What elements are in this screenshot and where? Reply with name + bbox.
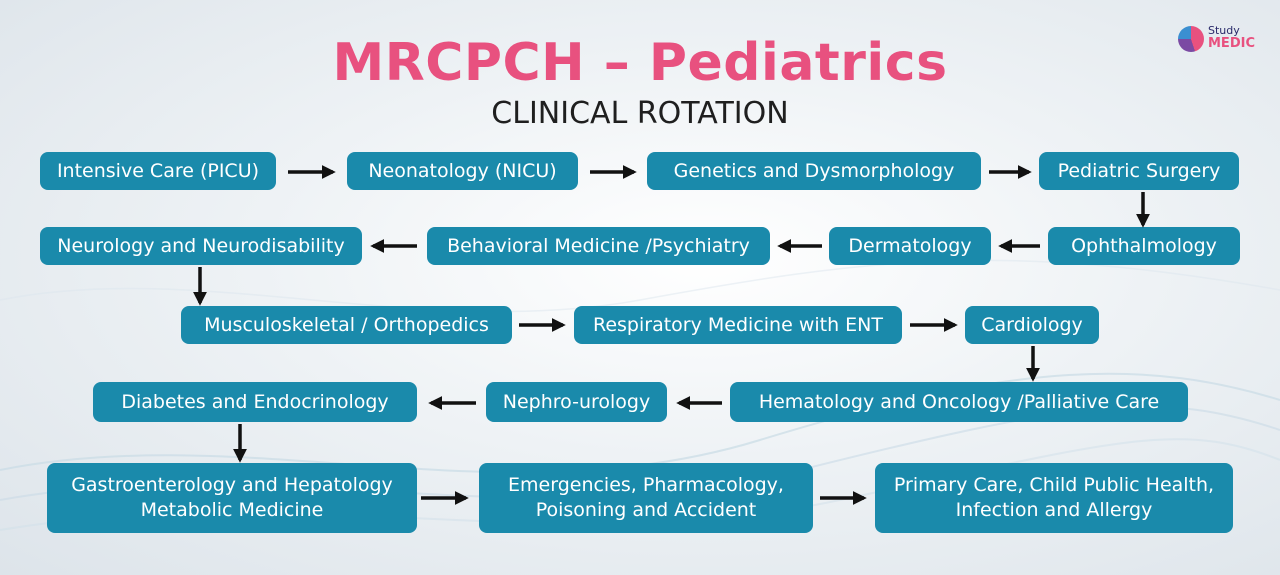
node-musculoskeletal: Musculoskeletal / Orthopedics (181, 306, 512, 344)
studymedic-logo: Study MEDIC (1178, 24, 1268, 58)
node-pediatric-surgery: Pediatric Surgery (1039, 152, 1239, 190)
node-neurology: Neurology and Neurodisability (40, 227, 362, 265)
node-cardiology: Cardiology (965, 306, 1099, 344)
logo-text-study: Study (1208, 24, 1240, 37)
node-hematology-oncology: Hematology and Oncology /Palliative Care (730, 382, 1188, 422)
node-emergencies: Emergencies, Pharmacology,Poisoning and … (479, 463, 813, 533)
node-ophthalmology: Ophthalmology (1048, 227, 1240, 265)
page-subtitle: CLINICAL ROTATION (491, 96, 789, 131)
node-nephro-urology: Nephro-urology (486, 382, 667, 422)
node-primary-care: Primary Care, Child Public Health,Infect… (875, 463, 1233, 533)
node-neonatology: Neonatology (NICU) (347, 152, 578, 190)
node-respiratory: Respiratory Medicine with ENT (574, 306, 902, 344)
node-genetics: Genetics and Dysmorphology (647, 152, 981, 190)
node-diabetes: Diabetes and Endocrinology (93, 382, 417, 422)
node-behavioral-medicine: Behavioral Medicine /Psychiatry (427, 227, 770, 265)
node-dermatology: Dermatology (829, 227, 991, 265)
logo-mark-icon (1178, 26, 1204, 52)
node-intensive-care: Intensive Care (PICU) (40, 152, 276, 190)
page-title: MRCPCH – Pediatrics (332, 33, 948, 93)
logo-text-medic: MEDIC (1208, 36, 1255, 51)
